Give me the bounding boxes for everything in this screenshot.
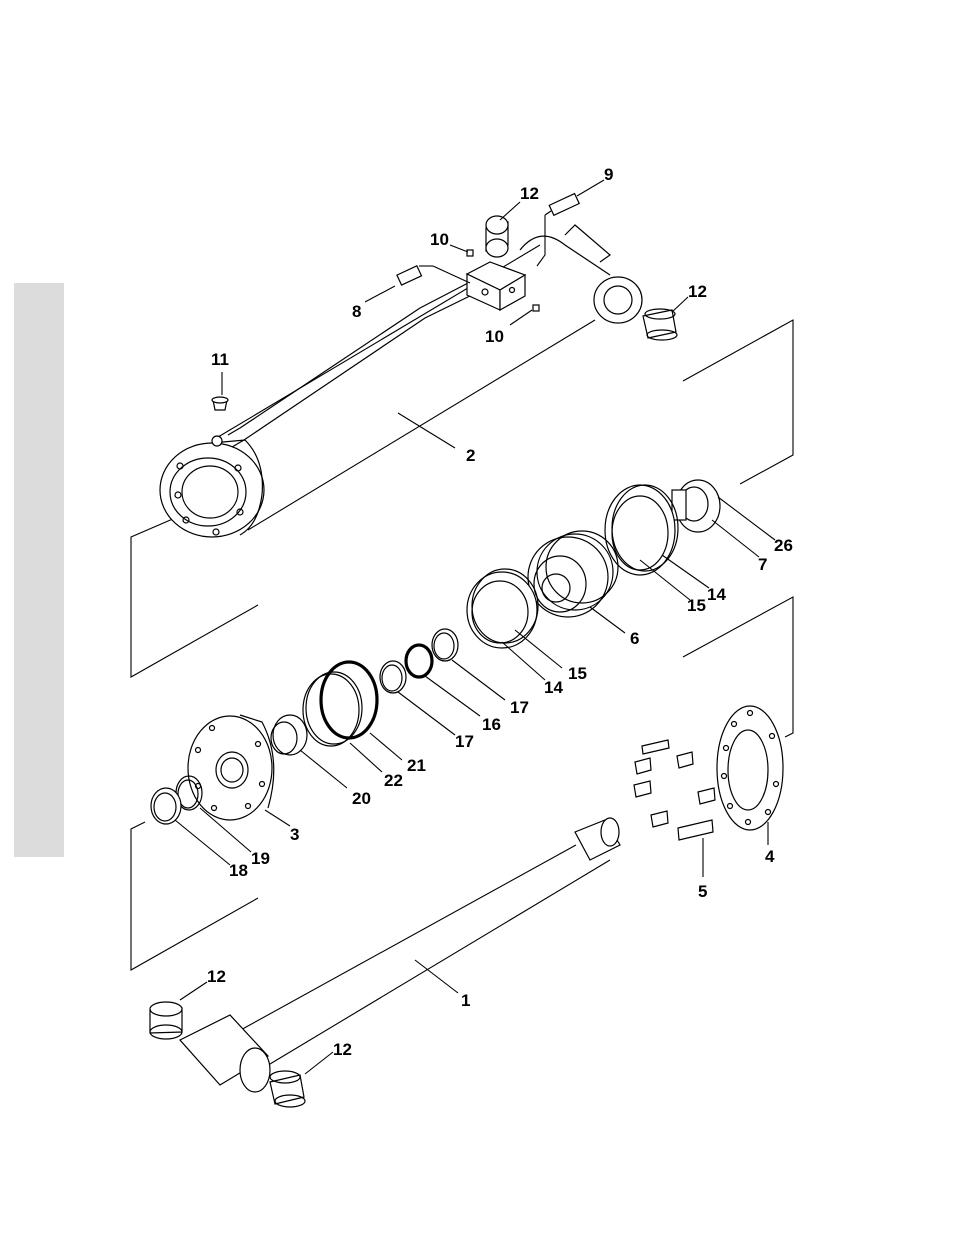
callout-12: 12: [333, 1040, 352, 1059]
callout-1: 1: [461, 991, 470, 1010]
ring-part-17b: [380, 661, 406, 693]
callout-12: 12: [520, 184, 539, 203]
oring-part-21: [321, 662, 377, 738]
oring-part-16: [406, 645, 432, 677]
callout-14: 14: [544, 678, 563, 697]
callout-3: 3: [290, 825, 299, 844]
callout-19: 19: [251, 849, 270, 868]
callout-20: 20: [352, 789, 371, 808]
fitting-part-8: [397, 266, 470, 285]
callout-4: 4: [765, 847, 775, 866]
piston-part-6: [528, 531, 618, 617]
callout-10: 10: [485, 327, 504, 346]
bushing-part-12c: [150, 1002, 182, 1039]
callout-6: 6: [630, 629, 639, 648]
callout-2: 2: [466, 446, 475, 465]
callout-8: 8: [352, 302, 361, 321]
callout-15: 15: [687, 596, 706, 615]
callout-7: 7: [758, 555, 767, 574]
bushing-part-12b: [643, 309, 677, 340]
seal-part-14b: [467, 569, 538, 648]
barrel-part: [160, 225, 642, 537]
callout-16: 16: [482, 715, 501, 734]
callout-22: 22: [384, 771, 403, 790]
callout-9: 9: [604, 165, 613, 184]
callout-12: 12: [207, 967, 226, 986]
callout-10: 10: [430, 230, 449, 249]
nut-part-26: [672, 480, 720, 532]
valve-block-part: [467, 262, 525, 310]
ring-part-22: [303, 672, 362, 746]
ring-part-17a: [432, 629, 458, 661]
callout-5: 5: [698, 882, 707, 901]
callout-12: 12: [688, 282, 707, 301]
callout-17: 17: [510, 698, 529, 717]
gland-part-3: [188, 715, 274, 820]
callout-11: 11: [211, 350, 229, 369]
callout-17: 17: [455, 732, 474, 751]
callout-26: 26: [774, 536, 793, 555]
bolts-part-5: [634, 740, 715, 840]
rod-part-1: [180, 818, 620, 1092]
callout-14: 14: [707, 585, 726, 604]
bushing-part-20: [271, 715, 307, 755]
callout-21: 21: [407, 756, 426, 775]
callout-18: 18: [229, 861, 248, 880]
bushing-part-12d: [270, 1071, 305, 1107]
ring-part-18: [151, 788, 181, 824]
callout-15: 15: [568, 664, 587, 683]
fitting-part-9: [537, 194, 579, 266]
breather-part-11: [212, 397, 228, 410]
flange-part-4: [717, 706, 783, 830]
bushing-part-12: [486, 216, 508, 257]
